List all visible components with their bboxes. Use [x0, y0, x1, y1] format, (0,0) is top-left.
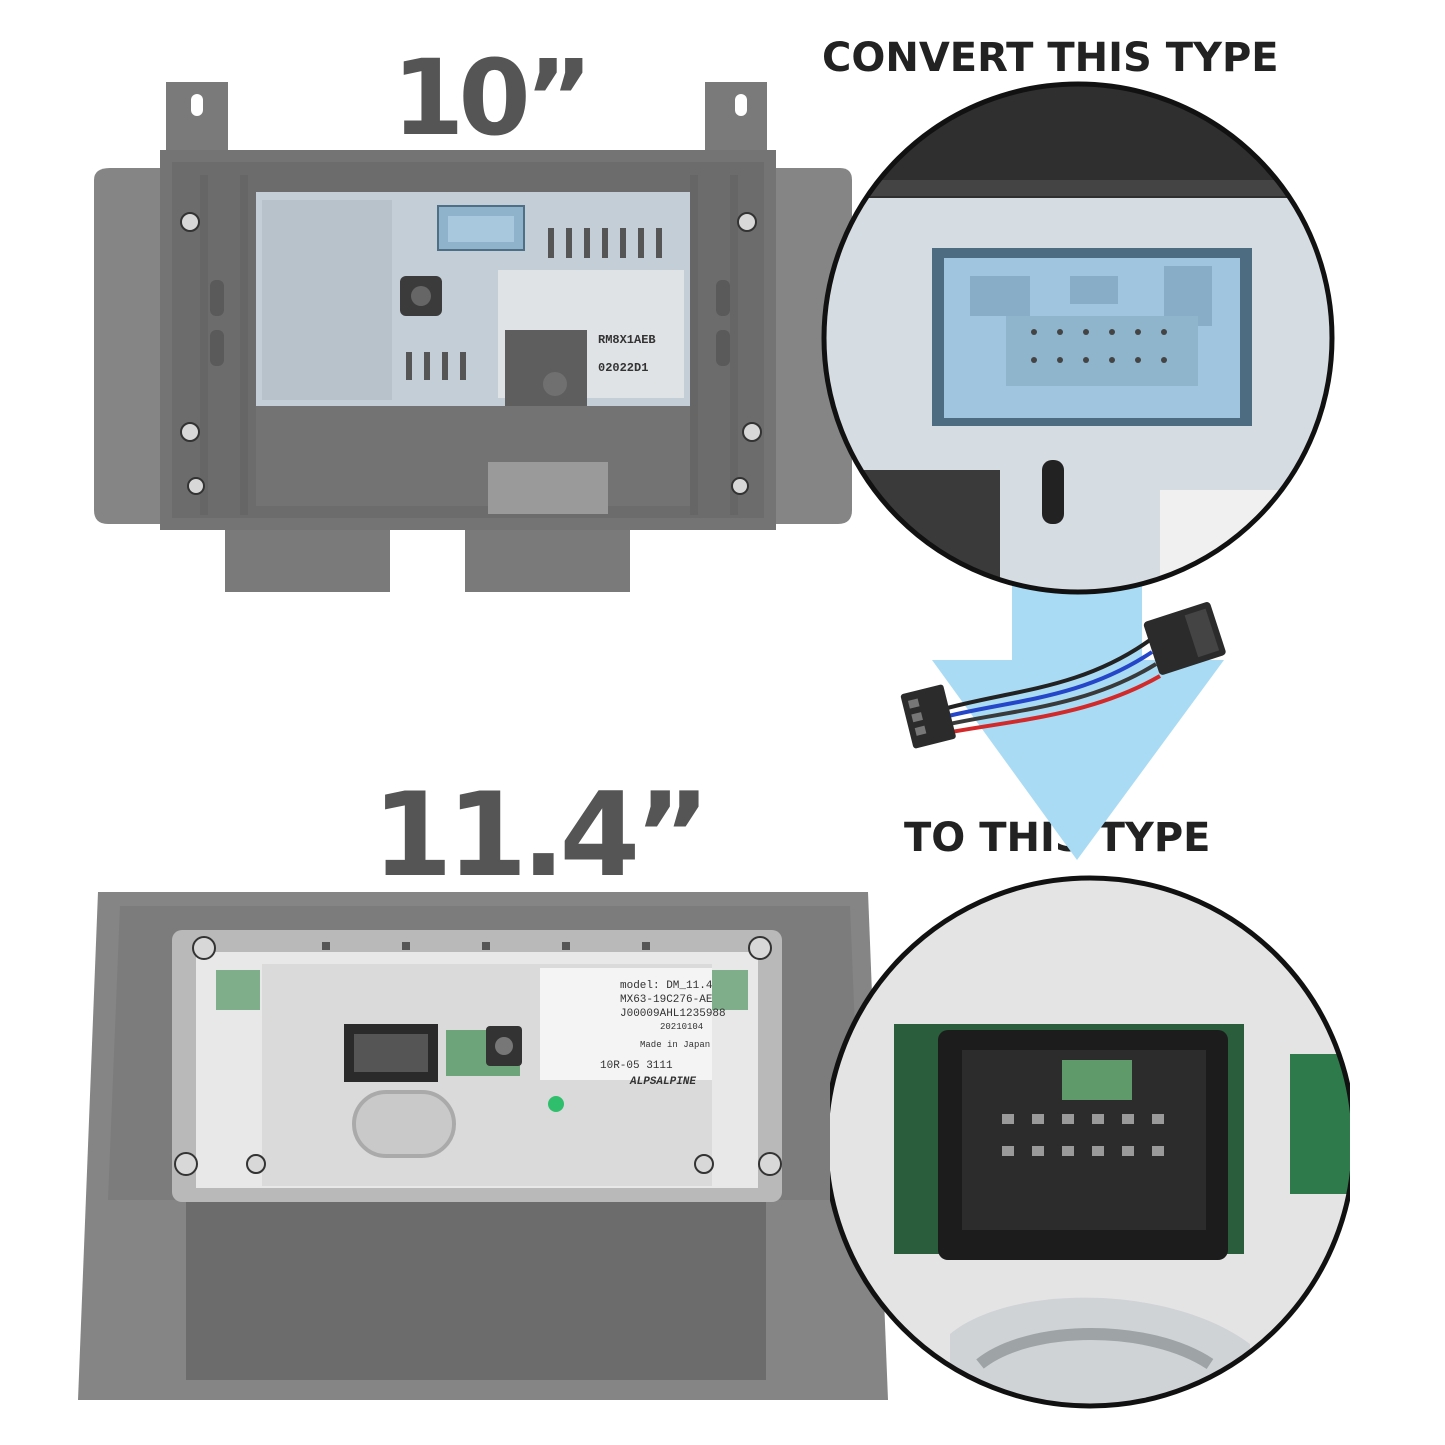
size-label-11-4: 11.4” — [372, 768, 710, 903]
unit-11in-part-number: MX63-19C276-AE — [620, 994, 713, 1006]
unit-10in-date-code: 02022D1 — [598, 361, 649, 375]
blue-connector-zoom-photo — [821, 81, 1335, 595]
display-unit-10in-photo — [94, 82, 852, 592]
unit-11in-made-in: Made in Japan — [640, 1040, 711, 1050]
unit-11in-date: 20210104 — [660, 1022, 704, 1032]
size-label-10: 10” — [392, 37, 593, 159]
unit-11in-brand: ALPSALPINE — [630, 1076, 697, 1088]
unit-11in-serial: J00009AHL1235988 — [620, 1008, 726, 1020]
convert-heading: CONVERT THIS TYPE — [822, 35, 1279, 81]
unit-11in-model: model: DM_11.4 — [620, 980, 713, 992]
unit-11in-code: 10R-05 3111 — [600, 1060, 673, 1072]
black-connector-zoom-photo — [830, 875, 1350, 1409]
unit-10in-part-number: RM8X1AEB — [598, 333, 656, 347]
display-unit-11in-photo — [78, 892, 888, 1400]
